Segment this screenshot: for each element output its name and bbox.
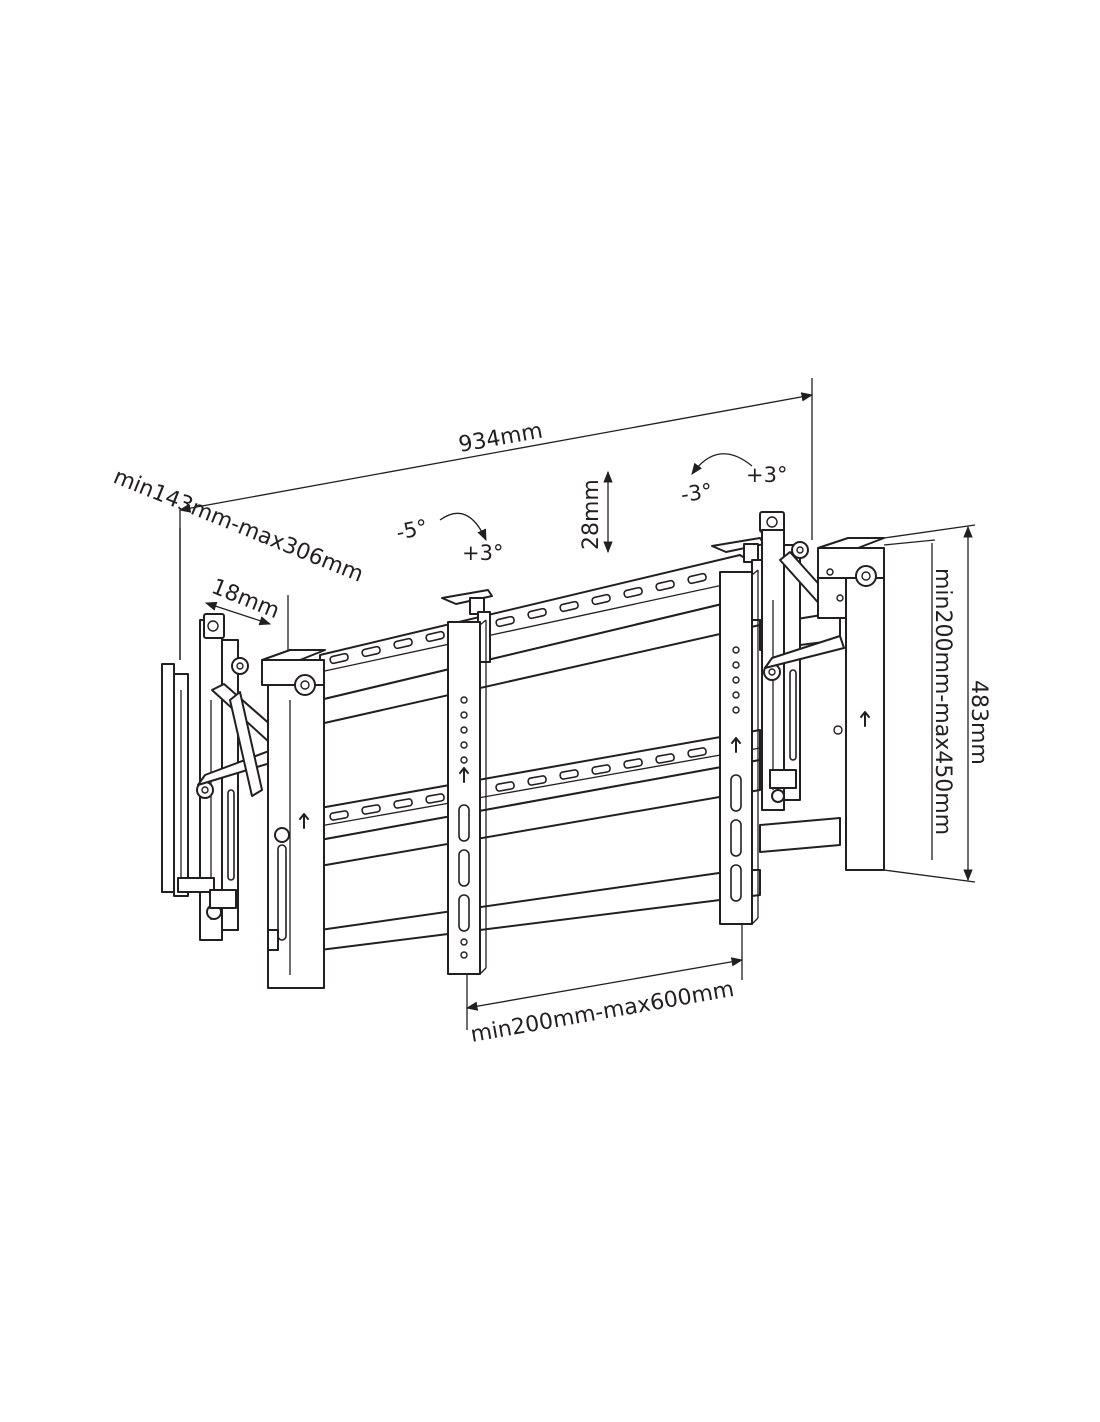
rail-slots-bottom — [329, 747, 707, 821]
horizontal-frame — [319, 554, 841, 951]
micro-adjust-label: 28mm — [579, 479, 604, 550]
left-tv-strap — [441, 589, 493, 975]
right-tv-strap — [711, 537, 765, 925]
right-tilt-indicator: -3° +3° — [679, 453, 787, 507]
lower-crossbar — [319, 869, 761, 951]
left-lock-handle — [441, 589, 493, 605]
left-tilt-indicator: -5° +3° — [394, 512, 503, 565]
right-tilt-plus: +3° — [746, 463, 787, 487]
vertical-range-label: min200mm-max450mm — [930, 568, 955, 835]
dimension-horizontal-range: min200mm-max600mm — [465, 924, 744, 1048]
left-vertical-bracket — [261, 649, 326, 989]
height-label: 483mm — [966, 680, 991, 765]
right-vertical-bracket — [817, 537, 885, 871]
dimension-vertical-range: min200mm-max450mm — [883, 539, 955, 860]
dimension-overall-width: 934mm — [178, 378, 814, 660]
left-wall-plate — [161, 663, 175, 893]
left-tilt-minus: -5° — [394, 515, 430, 545]
horizontal-range-label: min200mm-max600mm — [469, 977, 736, 1048]
dimension-height: 483mm — [883, 524, 991, 883]
right-arm-assembly — [759, 511, 845, 811]
left-tilt-plus: +3° — [462, 541, 503, 565]
right-tilt-minus: -3° — [679, 479, 713, 507]
dimension-depth-range: min143mm-max306mm — [110, 464, 367, 660]
rail-slots-top — [329, 572, 707, 665]
dimension-micro-adjust: 28mm — [579, 470, 613, 554]
